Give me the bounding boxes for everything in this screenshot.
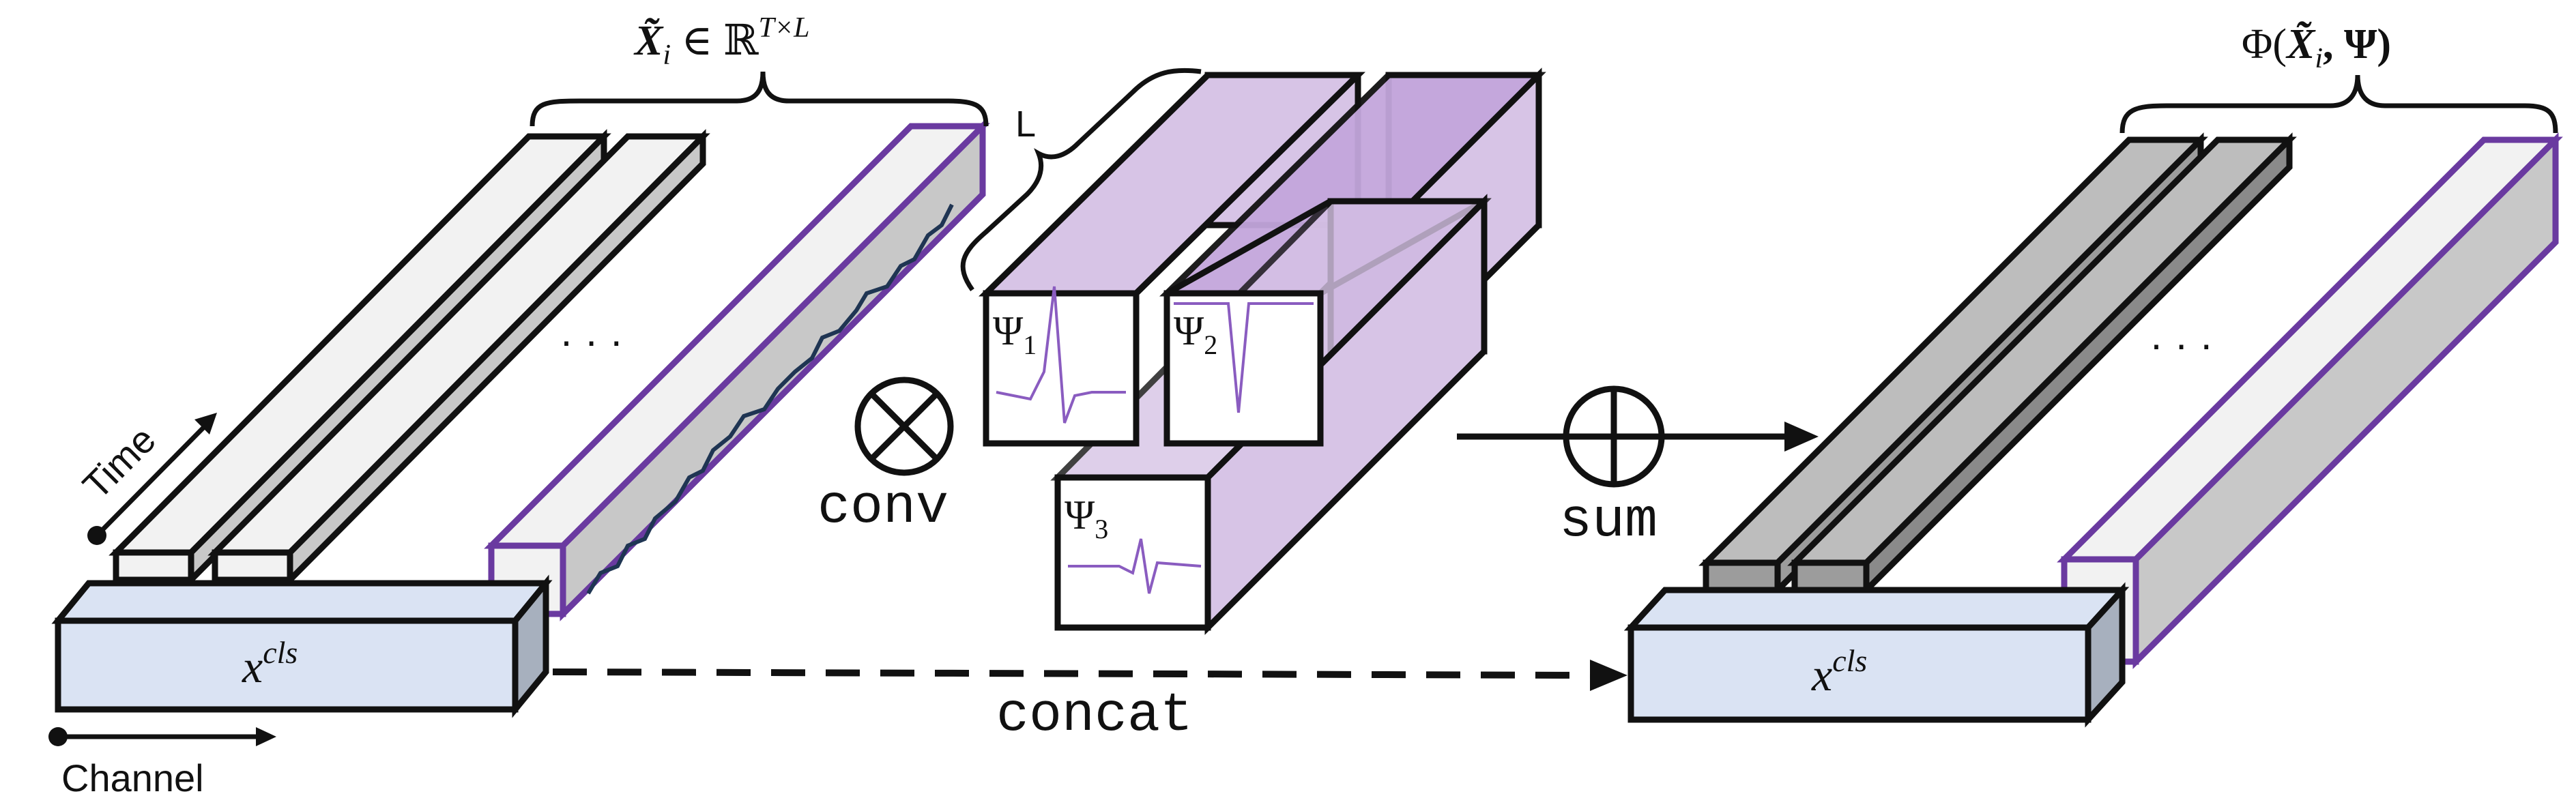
input-tensor-label: X̃i ∈ ℝT×L xyxy=(633,12,810,71)
ellipsis-right: · · · xyxy=(2150,321,2213,367)
filter-bank xyxy=(979,68,1546,635)
output-brace xyxy=(2119,74,2558,134)
output-tensor xyxy=(1698,132,2563,669)
input-channel-bar-2 xyxy=(207,129,710,587)
ellipsis-left: · · · xyxy=(560,318,623,364)
window-length-brace xyxy=(960,68,1202,292)
time-axis xyxy=(87,413,217,545)
input-tensor xyxy=(108,119,990,621)
input-channel-bar-last xyxy=(484,119,990,621)
signal-trace xyxy=(586,203,954,595)
window-length-label: L xyxy=(1015,104,1036,145)
cls-token-right xyxy=(1623,582,2130,728)
filter-psi-1: Ψ1 xyxy=(983,286,1140,447)
cls-token-left xyxy=(51,574,553,718)
output-label: Φ(X̃i, Ψ) xyxy=(2242,21,2391,74)
output-channel-bar-2 xyxy=(1787,132,2297,598)
filter-psi-2-label: Ψ2 xyxy=(1174,308,1217,360)
conv-label: conv xyxy=(817,477,949,539)
filter-psi-3-label: Ψ3 xyxy=(1065,492,1108,544)
channel-axis xyxy=(48,727,276,746)
channel-axis-label: Channel xyxy=(61,756,204,799)
cls-label-right: xcls xyxy=(1811,643,1867,701)
time-axis-label: Time xyxy=(74,417,164,507)
sum-label: sum xyxy=(1559,490,1658,553)
conv-operator-icon xyxy=(854,377,954,476)
filter-psi-3: Ψ3 xyxy=(1054,474,1211,631)
filter-psi-2: Ψ2 xyxy=(1163,290,1324,447)
filter-psi-1-label: Ψ1 xyxy=(993,308,1037,360)
cls-label-left: xcls xyxy=(242,635,298,692)
concat-label: concat xyxy=(996,685,1193,747)
concat-arrow xyxy=(552,660,1627,691)
input-brace xyxy=(530,71,989,127)
sum-operator-icon xyxy=(1563,385,1665,488)
